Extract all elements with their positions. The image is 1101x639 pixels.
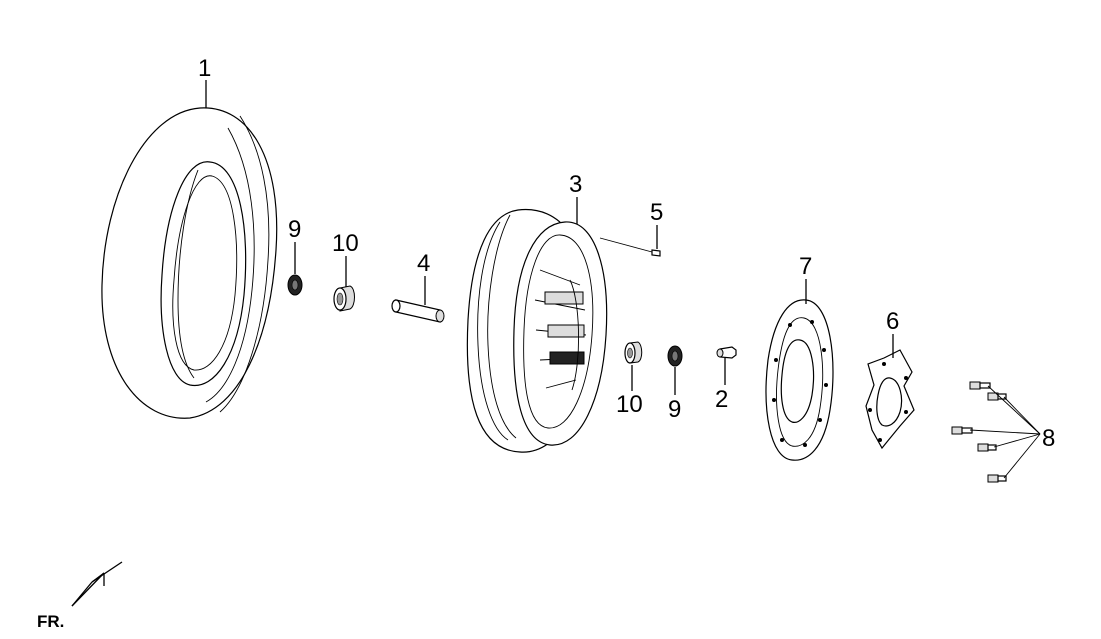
label-tire: 1 bbox=[198, 55, 211, 82]
bolt-3 bbox=[951, 426, 973, 435]
bolt-5 bbox=[987, 474, 1007, 483]
axle-sleeve-drawing bbox=[391, 299, 445, 323]
oil-seal-right-drawing bbox=[667, 345, 683, 367]
front-marker-label: FR. bbox=[37, 612, 64, 631]
valve-2-drawing bbox=[716, 346, 737, 359]
tire-drawing bbox=[101, 107, 278, 419]
label-bolts: 8 bbox=[1042, 425, 1055, 452]
label-oil-seal-right: 9 bbox=[668, 396, 681, 423]
bearing-left-drawing bbox=[333, 285, 355, 312]
label-brake-disc: 7 bbox=[799, 253, 812, 280]
bolts-drawing bbox=[951, 381, 1007, 483]
disc-bracket-drawing bbox=[865, 349, 915, 450]
brake-disc-holes bbox=[772, 320, 828, 447]
oil-seal-left-drawing bbox=[287, 274, 303, 296]
label-wheel-rim: 3 bbox=[569, 171, 582, 198]
label-valve-2: 2 bbox=[715, 386, 728, 413]
bolt-1 bbox=[969, 381, 991, 390]
wheel-rim-drawing bbox=[466, 208, 608, 453]
bearing-right-drawing bbox=[624, 341, 643, 364]
brake-disc-drawing bbox=[765, 299, 834, 461]
bolt-4 bbox=[977, 443, 997, 452]
label-disc-bracket: 6 bbox=[886, 308, 899, 335]
leader-valve-5-to-rim bbox=[599, 237, 653, 253]
label-bearing-right: 10 bbox=[616, 391, 643, 418]
label-valve-5: 5 bbox=[650, 199, 663, 226]
label-axle-sleeve: 4 bbox=[417, 250, 430, 277]
label-oil-seal-left: 9 bbox=[288, 216, 301, 243]
leaders-bolts bbox=[969, 385, 1041, 479]
label-bearing-left: 10 bbox=[332, 230, 359, 257]
valve-5-drawing bbox=[651, 249, 661, 257]
front-direction-arrow bbox=[71, 561, 123, 607]
